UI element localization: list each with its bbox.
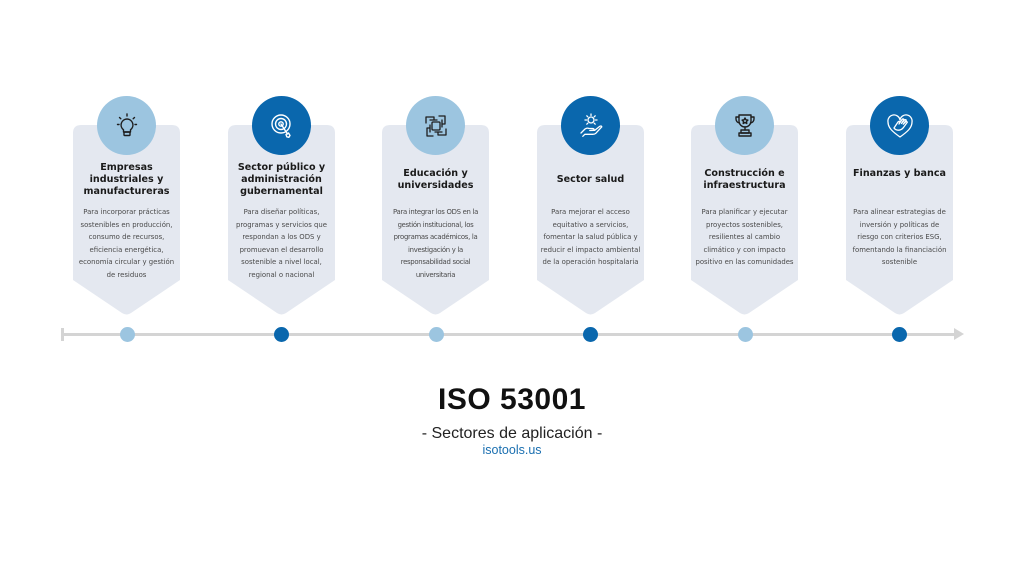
timeline-axis	[61, 333, 957, 336]
icon-badge	[870, 96, 929, 155]
card-title: Construcción e infraestructura	[703, 168, 786, 191]
card-description: Para diseñar políticas, programas y serv…	[235, 208, 328, 279]
hand-sun-icon	[579, 112, 602, 137]
card-title: Educación y universidades	[397, 168, 474, 191]
card-description: Para alinear estrategias de inversión y …	[852, 208, 947, 267]
timeline-marker-3	[429, 327, 444, 342]
sector-card-industrial: Empresas industriales y manufactureras P…	[73, 96, 180, 315]
website-link[interactable]: isotools.us	[482, 443, 542, 457]
card-background	[382, 125, 489, 315]
icon-badge	[561, 96, 620, 155]
card-title: Sector público y administración gubernam…	[237, 162, 326, 197]
heart-hand-icon	[886, 113, 913, 138]
card-description: Para integrar los ODS en la gestión inst…	[392, 208, 479, 279]
sector-card-public: Sector público y administración gubernam…	[228, 96, 335, 315]
timeline-marker-2	[274, 327, 289, 342]
card-background	[73, 125, 180, 315]
timeline-marker-1	[120, 327, 135, 342]
icon-badge	[406, 96, 465, 155]
card-title: Sector salud	[556, 174, 625, 185]
card-background	[691, 125, 798, 315]
card-description: Para mejorar el acceso equitativo a serv…	[540, 208, 641, 267]
timeline-marker-6	[892, 327, 907, 342]
card-background	[228, 125, 335, 315]
target-icon	[270, 113, 291, 138]
page-title: ISO 53001	[438, 383, 586, 416]
card-title: Finanzas y banca	[852, 168, 946, 179]
lightbulb-icon	[116, 112, 137, 136]
sector-card-construction: Construcción e infraestructura Para plan…	[691, 96, 798, 315]
trophy-icon	[734, 113, 755, 137]
sector-card-finance: Finanzas y banca Para alinear estrategia…	[846, 96, 953, 315]
card-description: Para incorporar prácticas sostenibles en…	[78, 208, 175, 279]
icon-badge	[715, 96, 774, 155]
card-description: Para planificar y ejecutar proyectos sos…	[695, 208, 794, 267]
timeline-marker-5	[738, 327, 753, 342]
card-background	[537, 125, 644, 315]
hands-cooperation-icon	[424, 114, 447, 137]
timeline-marker-4	[583, 327, 598, 342]
page-subtitle: - Sectores de aplicación -	[421, 425, 603, 442]
timeline-arrow-icon	[954, 328, 964, 340]
card-background	[846, 125, 953, 315]
card-title: Empresas industriales y manufactureras	[83, 162, 170, 197]
icon-badge	[97, 96, 156, 155]
icon-badge	[252, 96, 311, 155]
sector-card-education: Educación y universidades Para integrar …	[382, 96, 489, 315]
sector-card-health: Sector salud Para mejorar el acceso equi…	[537, 96, 644, 315]
